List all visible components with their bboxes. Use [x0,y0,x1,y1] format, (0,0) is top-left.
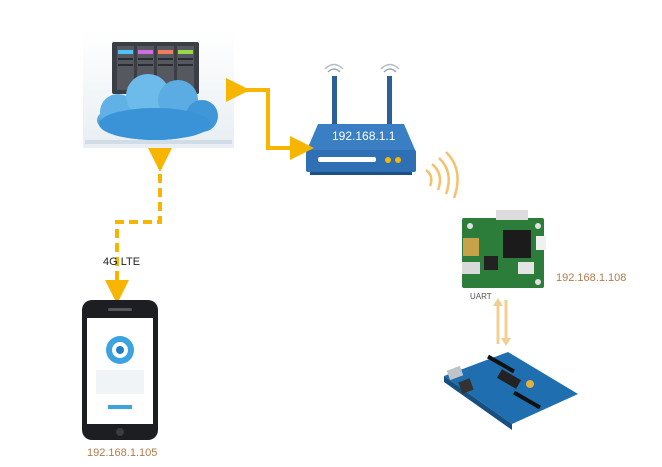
arduino-board-icon [444,352,578,430]
router-icon [306,63,416,175]
cloud-phone-link [105,148,172,304]
cloud-server-node [83,30,234,148]
cloud-router-link [226,78,314,160]
router-ip-label: 192.168.1.1 [332,129,396,143]
circuit-board-icon [462,210,546,288]
board-ip-label: 192.168.1.108 [556,272,627,284]
smartphone-icon [82,300,158,440]
uart-label: UART [470,292,492,301]
lte-link-label: 4G LTE [103,256,141,268]
phone-ip-label: 192.168.1.105 [87,447,158,459]
wifi-signal-icon [425,151,459,199]
cloud-icon [97,74,218,140]
uart-link [493,298,511,346]
